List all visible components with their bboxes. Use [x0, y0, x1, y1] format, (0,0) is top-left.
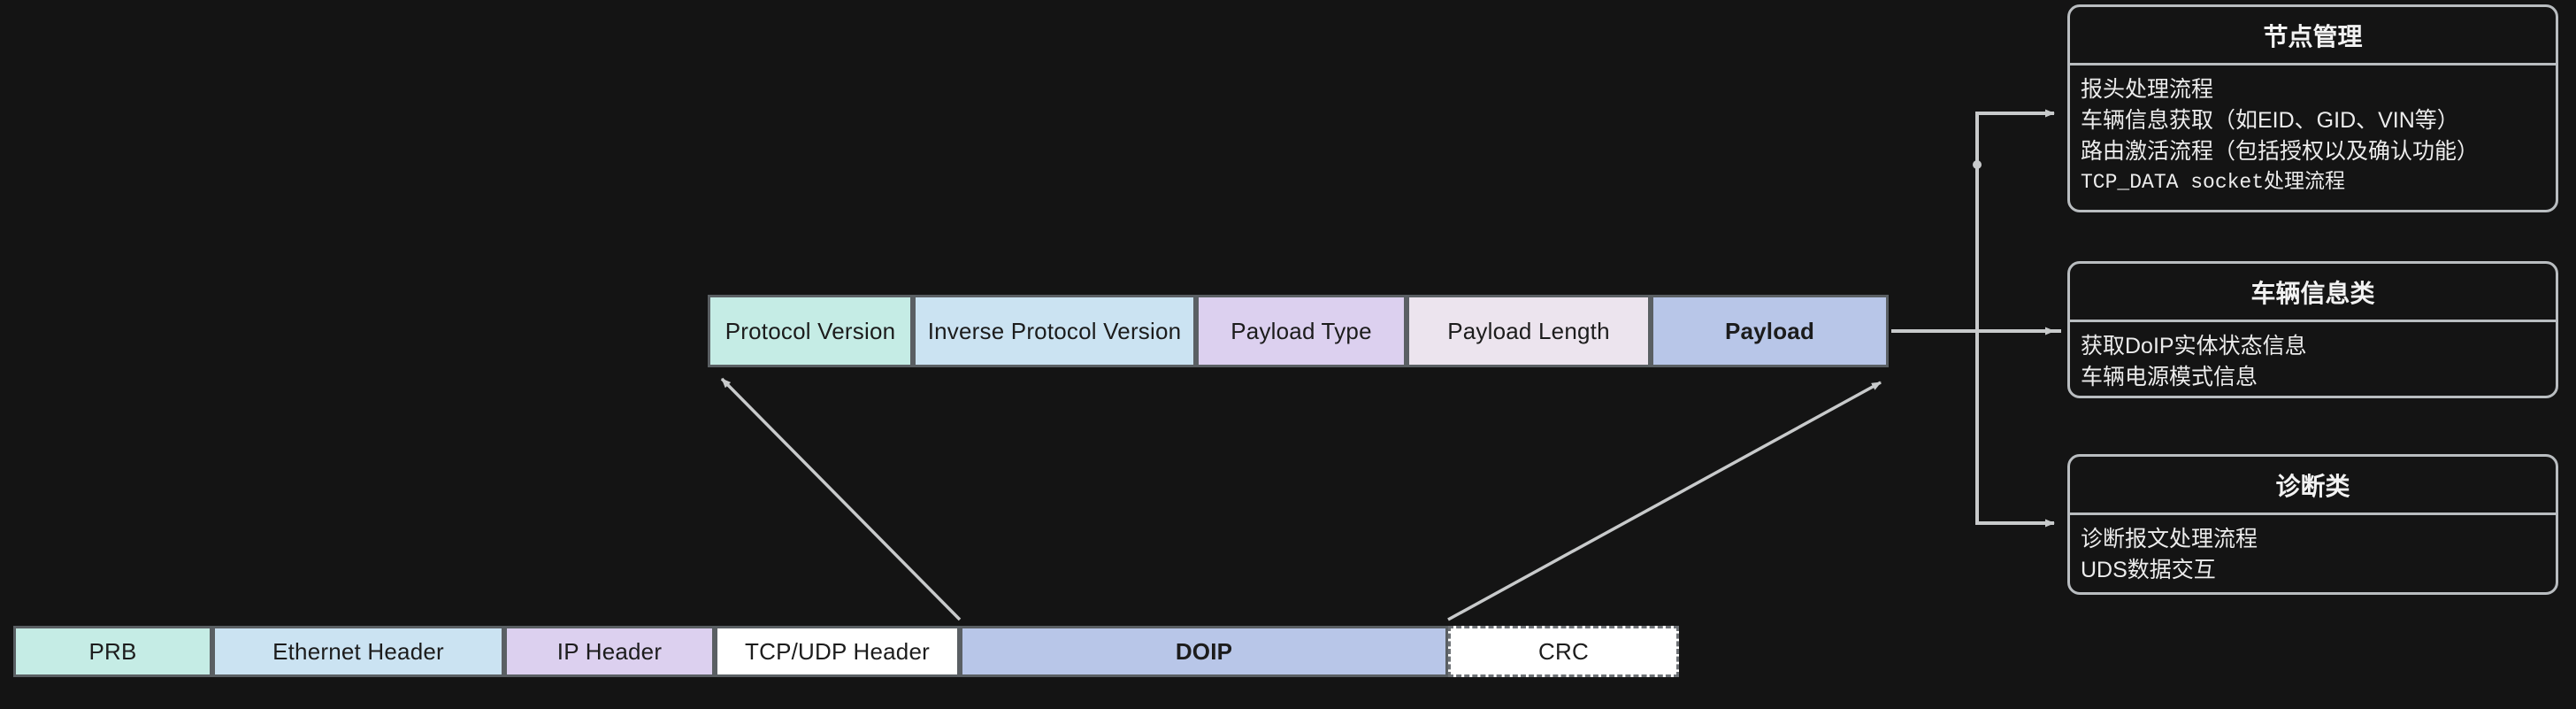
frame-field-ethernet-header: Ethernet Header [212, 626, 504, 677]
wire-to-diagnostics [1975, 331, 2055, 528]
class-box-line: 报头处理流程 [2081, 77, 2214, 102]
class-box-body: 诊断报文处理流程 UDS数据交互 [2070, 515, 2556, 592]
class-box-line: 路由激活流程（包括授权以及确认功能） [2081, 139, 2480, 164]
class-box-line: 诊断报文处理流程 [2081, 527, 2258, 551]
class-box-node-management: 节点管理报头处理流程车辆信息获取（如EID、GID、VIN等） 路由激活流程（包括… [2067, 4, 2558, 212]
wire-to-node-management [1975, 109, 2055, 331]
doip-field-label: Payload Length [1447, 317, 1610, 344]
frame-field-label: DOIP [1175, 637, 1233, 665]
frame-field-label: CRC [1538, 637, 1589, 665]
doip-field-protocol-version: Protocol Version [708, 295, 913, 367]
frame-field-crc: CRC [1448, 626, 1679, 677]
frame-field-label: TCP/UDP Header [745, 637, 930, 665]
class-box-body: 报头处理流程车辆信息获取（如EID、GID、VIN等） 路由激活流程（包括授权以及… [2070, 66, 2556, 205]
doip-field-payload-type: Payload Type [1196, 295, 1407, 367]
frame-field-prb: PRB [13, 626, 212, 677]
wire-doip-to-protocol-version [720, 377, 962, 621]
doip-field-label: Inverse Protocol Version [927, 317, 1182, 344]
wire-junction-dot [1973, 160, 1982, 169]
doip-field-payload: Payload [1651, 295, 1889, 367]
doip-field-label: Payload [1724, 317, 1815, 344]
class-box-line: 获取DoIP实体状态信息 [2081, 334, 2307, 358]
frame-field-ip-header: IP Header [504, 626, 715, 677]
class-box-line: TCP_DATA socket处理流程 [2081, 171, 2346, 194]
class-box-vehicle-info: 车辆信息类获取DoIP实体状态信息车辆电源模式信息 [2067, 261, 2558, 398]
class-box-body: 获取DoIP实体状态信息车辆电源模式信息 [2070, 322, 2556, 396]
frame-field-label: IP Header [556, 637, 663, 665]
frame-field-label: PRB [88, 637, 137, 665]
frame-field-doip: DOIP [960, 626, 1448, 677]
class-box-line: 车辆电源模式信息 [2081, 365, 2258, 389]
class-box-line: UDS数据交互 [2081, 558, 2216, 582]
wire-doip-to-payload [1447, 381, 1882, 621]
doip-field-payload-length: Payload Length [1407, 295, 1651, 367]
class-box-diagnostics: 诊断类诊断报文处理流程 UDS数据交互 [2067, 454, 2558, 595]
doip-field-label: Payload Type [1230, 317, 1372, 344]
class-box-title: 节点管理 [2070, 7, 2556, 66]
frame-field-tcp-udp-header: TCP/UDP Header [715, 626, 960, 677]
doip-field-inverse-protocol-version: Inverse Protocol Version [913, 295, 1196, 367]
class-box-title: 诊断类 [2070, 457, 2556, 515]
doip-field-label: Protocol Version [724, 317, 896, 344]
class-box-title: 车辆信息类 [2070, 264, 2556, 322]
class-box-line: 车辆信息获取（如EID、GID、VIN等） [2081, 108, 2459, 133]
frame-field-label: Ethernet Header [272, 637, 444, 665]
